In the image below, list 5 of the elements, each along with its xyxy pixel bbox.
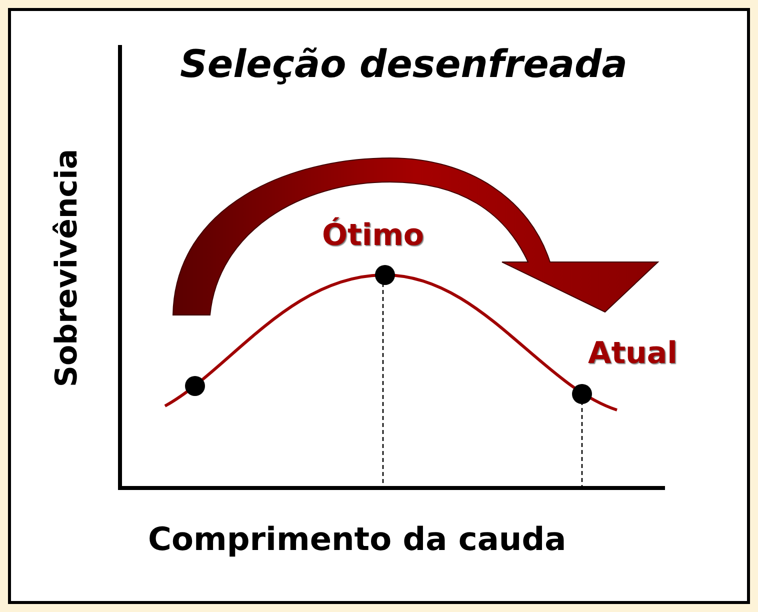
point-label: Ótimo bbox=[322, 218, 424, 253]
point-label: Atual bbox=[588, 336, 678, 371]
chart-title: Seleção desenfreada bbox=[180, 42, 628, 86]
axis-label: Sobrevivência bbox=[50, 148, 84, 388]
axis-label: Comprimento da cauda bbox=[148, 520, 566, 558]
